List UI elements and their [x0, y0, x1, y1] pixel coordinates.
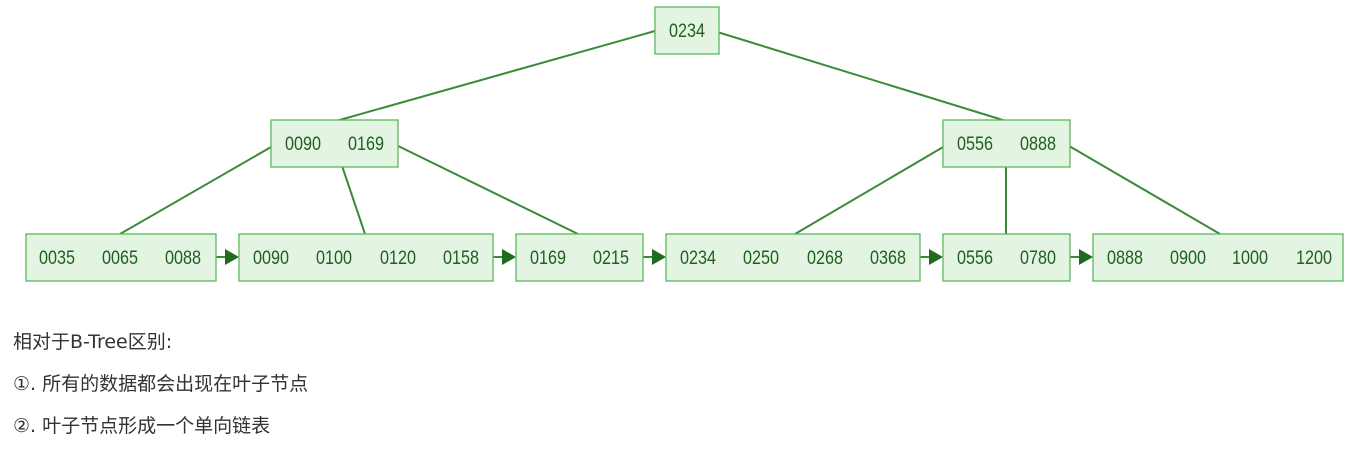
leaf-key: 0158	[443, 248, 479, 269]
notes-heading: 相对于B-Tree区别:	[13, 331, 173, 353]
leaf-key: 0090	[253, 248, 289, 269]
node-key: 0234	[669, 21, 705, 42]
leaf-key: 0900	[1170, 248, 1206, 269]
internal-node-right: 0556 0888	[942, 119, 1071, 168]
tree-edge	[391, 142, 579, 235]
internal-node-left: 0090 0169	[270, 119, 399, 168]
leaf-node-3: 0169 0215	[515, 233, 644, 282]
leaf-node-1: 0035 0065 0088	[25, 233, 217, 282]
notes-section: 相对于B-Tree区别: ①. 所有的数据都会出现在叶子节点 ②. 叶子节点形成…	[13, 326, 308, 452]
tree-edge	[335, 30, 656, 122]
tree-edge	[794, 142, 951, 235]
leaf-key: 0556	[957, 248, 993, 269]
node-key: 0090	[285, 134, 321, 155]
leaf-node-5: 0556 0780	[942, 233, 1071, 282]
b-plus-tree-diagram: 0234 0090 0169 0556 0888 0035 0065 0088 …	[25, 6, 1344, 282]
node-key: 0888	[1020, 134, 1056, 155]
tree-edges	[119, 30, 1221, 235]
leaf-key: 0035	[39, 248, 75, 269]
leaf-key: 0888	[1107, 248, 1143, 269]
leaf-node-4: 0234 0250 0268 0368	[665, 233, 921, 282]
node-key: 0556	[957, 134, 993, 155]
leaf-key: 0065	[102, 248, 138, 269]
leaf-node-2: 0090 0100 0120 0158	[238, 233, 494, 282]
leaf-key: 0234	[680, 248, 716, 269]
leaf-key: 0368	[870, 248, 906, 269]
leaf-key: 0780	[1020, 248, 1056, 269]
leaf-node-6: 0888 0900 1000 1200	[1092, 233, 1344, 282]
leaf-key: 0120	[380, 248, 416, 269]
tree-edge	[1063, 142, 1221, 235]
leaf-key: 0215	[593, 248, 629, 269]
leaf-key: 0088	[165, 248, 201, 269]
notes-item-2: ②. 叶子节点形成一个单向链表	[13, 415, 271, 437]
leaf-key: 0250	[743, 248, 779, 269]
leaf-key: 1200	[1296, 248, 1332, 269]
leaf-key: 1000	[1232, 248, 1268, 269]
root-node: 0234	[654, 6, 720, 55]
tree-edge	[119, 142, 279, 235]
notes-item-1: ①. 所有的数据都会出现在叶子节点	[13, 373, 309, 395]
leaf-key: 0268	[807, 248, 843, 269]
tree-edge	[713, 30, 1007, 122]
leaf-key: 0100	[316, 248, 352, 269]
leaf-key: 0169	[530, 248, 566, 269]
node-key: 0169	[348, 134, 384, 155]
